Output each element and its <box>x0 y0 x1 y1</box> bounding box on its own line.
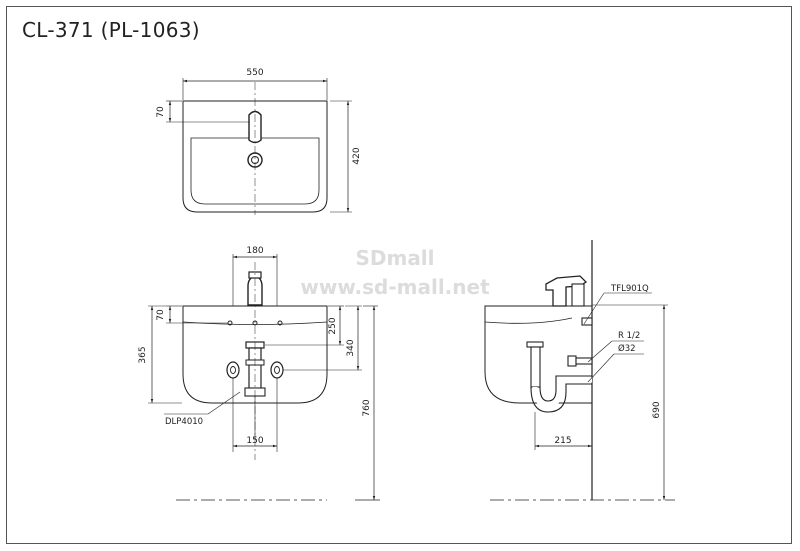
front-top-offset-label: 70 <box>156 309 166 321</box>
watermark-line2: www.sd-mall.net <box>300 275 490 299</box>
height-250-label: 250 <box>328 317 338 334</box>
basin-top-outline <box>182 100 328 213</box>
height-690-label: 690 <box>652 401 662 418</box>
height-340-label: 340 <box>346 339 356 356</box>
tap-hole-right-icon <box>277 320 283 326</box>
top-depth-label: 420 <box>352 147 362 164</box>
watermark-line1: SDmall <box>355 246 434 270</box>
drawing-frame <box>6 6 792 544</box>
height-365-label: 365 <box>138 346 148 363</box>
tap-spacing-label: 180 <box>246 246 263 256</box>
pipe-diameter-label: Ø32 <box>618 343 636 354</box>
angle-valve-right-icon <box>270 361 284 379</box>
faucet-model-label: TFL901Q <box>610 284 649 294</box>
drain-model-label: DLP4010 <box>165 417 203 427</box>
side-view <box>484 240 675 501</box>
wall-offset-label: 215 <box>554 436 571 446</box>
thread-label: R 1/2 <box>618 331 640 341</box>
p-trap <box>530 383 592 413</box>
height-760-label: 760 <box>362 399 372 416</box>
top-width-label: 550 <box>246 68 263 78</box>
basin-side-outline <box>484 305 593 404</box>
top-view <box>166 78 352 215</box>
basin-front-outline <box>182 305 328 404</box>
page-title: CL-371 (PL-1063) <box>22 18 200 42</box>
watermark: SDmall www.sd-mall.net <box>300 246 490 299</box>
bowl-inner-outline <box>190 137 320 205</box>
drain-spacing-label: 150 <box>246 436 263 446</box>
top-faucet-offset-label: 70 <box>156 106 166 118</box>
front-view <box>148 254 380 501</box>
angle-valve-left-icon <box>226 361 240 379</box>
